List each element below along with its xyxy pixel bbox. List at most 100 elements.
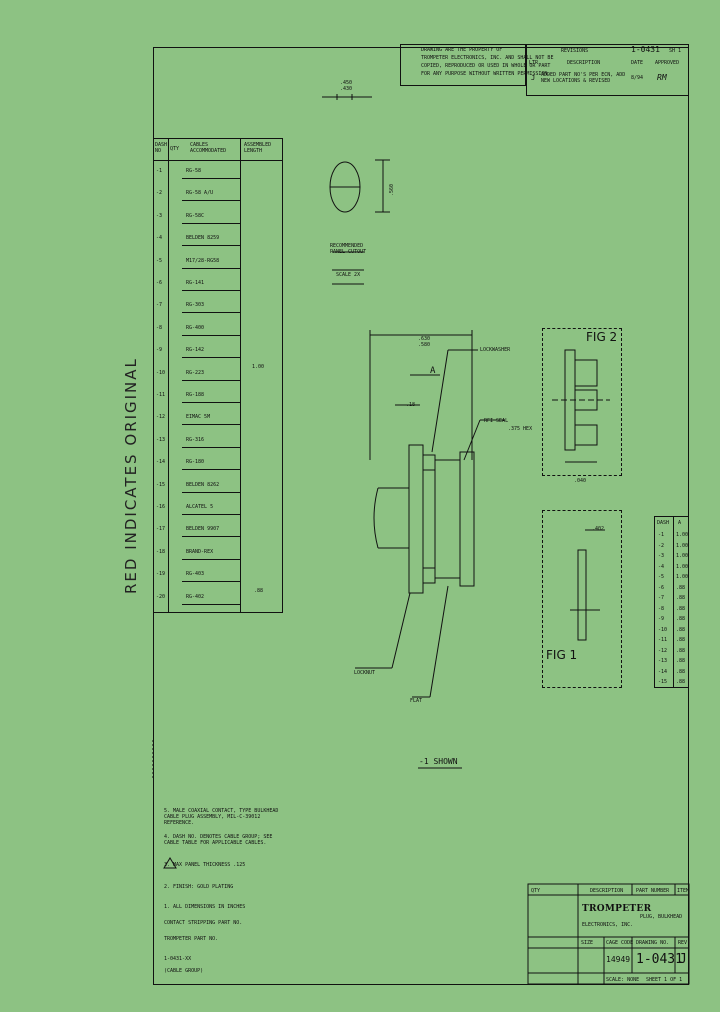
cable-row-rule xyxy=(182,312,240,314)
cable-row-cable: BELDEN 8262 xyxy=(186,481,220,488)
panel-cutout-label: RECOMMENDED PANEL CUTOUT xyxy=(330,243,367,255)
cable-row-rule xyxy=(182,178,240,179)
cable-row-dash: -10 xyxy=(156,369,166,376)
tb-desc: DESCRIPTION xyxy=(590,888,624,894)
cable-row-cable: RG-58C xyxy=(186,212,205,219)
cable-row-rule xyxy=(182,290,240,291)
cable-row-rule xyxy=(182,379,240,381)
cable-row-rule xyxy=(182,267,240,269)
side-row-dash: -4 xyxy=(658,563,665,570)
cable-length-b: .88 xyxy=(254,588,264,594)
tb-cage-label: CAGE CODE xyxy=(606,940,634,946)
side-row-dash: -12 xyxy=(658,647,668,654)
side-row-dash: -15 xyxy=(658,679,668,685)
dim-nut-height: .18 xyxy=(406,402,416,408)
cable-row-dash: -19 xyxy=(156,571,166,578)
cable-row-cable: RG-400 xyxy=(186,324,205,331)
frame-top xyxy=(153,47,689,48)
side-row-dash: -1 xyxy=(658,532,665,538)
tb-dwg-no: 1-0431 xyxy=(636,952,683,967)
cable-row-cable: BELDEN 8259 xyxy=(186,235,220,242)
side-row-dash: -5 xyxy=(658,574,665,580)
fig2-label: FIG 2 xyxy=(586,330,618,344)
rev-sheet: SH 1 xyxy=(669,48,682,54)
cable-row-cable: M17/28-RG58 xyxy=(186,257,220,264)
tb-cage: 14949 xyxy=(606,955,631,964)
tb-rev: J xyxy=(679,952,687,967)
side-row-dash: -11 xyxy=(658,637,668,643)
cable-row-dash: -18 xyxy=(156,548,166,555)
notice-line: FOR ANY PURPOSE WITHOUT WRITTEN PERMISSI… xyxy=(421,71,551,77)
dim-body-length: .630 .580 xyxy=(418,336,431,348)
fig1-box xyxy=(542,510,622,688)
tb-qty: QTY xyxy=(531,888,541,894)
rev-row-desc: ADDED PART NO'S PER ECN, ADD NEW LOCATIO… xyxy=(541,72,626,84)
note-line: 1. ALL DIMENSIONS IN INCHES xyxy=(164,904,246,910)
tb-item: ITEM xyxy=(677,888,690,894)
cable-table xyxy=(153,138,283,613)
cable-row-dash: -7 xyxy=(156,302,163,309)
rev-col-appr: APPROVED xyxy=(655,60,680,66)
side-row-a: .88 xyxy=(676,637,686,643)
revisions-header: REVISIONS xyxy=(561,48,589,54)
cable-row-rule xyxy=(182,245,240,247)
callout-flat: FLAT xyxy=(410,698,423,704)
cable-row-cable: RG-180 xyxy=(186,459,205,466)
cable-row-cable: RG-142 xyxy=(186,347,205,354)
cable-row-cable: RG-303 xyxy=(186,302,205,309)
dim-top-width: .450 .430 xyxy=(340,80,353,92)
callout-locknut: LOCKNUT xyxy=(354,670,376,676)
note-line: CONTACT STRIPPING PART NO. xyxy=(164,920,243,926)
cable-header-cables: CABLES ACCOMMODATED xyxy=(190,142,227,154)
length-table xyxy=(654,516,689,688)
fig2-box xyxy=(542,328,622,476)
cable-row-rule xyxy=(182,491,240,493)
company-logo: TROMPETER xyxy=(582,904,652,914)
cable-row-dash: -3 xyxy=(156,212,163,219)
dim-panel-height: .560 xyxy=(389,183,395,196)
cable-row-dash: -17 xyxy=(156,526,166,533)
cable-row-rule xyxy=(182,222,240,224)
side-row-dash: -6 xyxy=(658,584,665,591)
side-row-dash: -14 xyxy=(658,668,668,675)
cable-row-rule xyxy=(182,200,240,202)
cable-row-rule xyxy=(182,581,240,583)
cable-col-rule xyxy=(240,138,241,613)
rev-col-desc: DESCRIPTION xyxy=(567,60,601,66)
rev-row-appr: RM xyxy=(657,73,667,82)
cable-row-cable: BRAND-REX xyxy=(186,548,214,555)
side-row-dash: -8 xyxy=(658,605,665,612)
cable-row-cable: RG-58 xyxy=(186,168,202,174)
callout-hex: .375 HEX xyxy=(508,426,533,432)
cable-row-dash: -11 xyxy=(156,392,166,398)
cable-row-dash: -15 xyxy=(156,481,166,488)
cable-row-dash: -2 xyxy=(156,190,163,197)
side-col-rule xyxy=(673,516,674,688)
side-row-dash: -9 xyxy=(658,616,665,622)
side-row-a: .88 xyxy=(676,668,686,675)
side-row-a: 1.00 xyxy=(676,574,689,580)
tb-size: SIZE xyxy=(581,940,594,946)
cable-header-qty: QTY xyxy=(170,146,180,152)
cable-row-rule xyxy=(182,334,240,336)
note-line: 1-0431-XX xyxy=(164,956,192,962)
side-row-a: .88 xyxy=(676,658,686,664)
side-row-a: .88 xyxy=(676,595,686,601)
cable-length-a: 1.00 xyxy=(252,364,265,370)
callout-lockwasher: LOCKWASHER xyxy=(480,347,511,353)
cable-header-rule xyxy=(153,160,283,161)
side-row-a: .88 xyxy=(676,605,686,612)
notice-line: TROMPETER ELECTRONICS, INC. AND SHALL NO… xyxy=(421,55,554,61)
fig1-dim: .402 xyxy=(592,526,605,532)
cable-row-cable: RG-403 xyxy=(186,571,205,578)
cable-row-cable: RG-316 xyxy=(186,436,205,443)
cable-row-dash: -13 xyxy=(156,436,166,443)
cable-row-dash: -5 xyxy=(156,257,163,264)
tb-partno: PART NUMBER xyxy=(636,888,670,894)
cable-row-dash: -1 xyxy=(156,168,163,174)
fig2-dim: .040 xyxy=(574,478,587,484)
cable-row-rule xyxy=(182,536,240,538)
tb-rev-label: REV xyxy=(678,940,688,946)
fig1-label: FIG 1 xyxy=(546,648,578,662)
rev-row-ltr: J xyxy=(531,74,536,82)
